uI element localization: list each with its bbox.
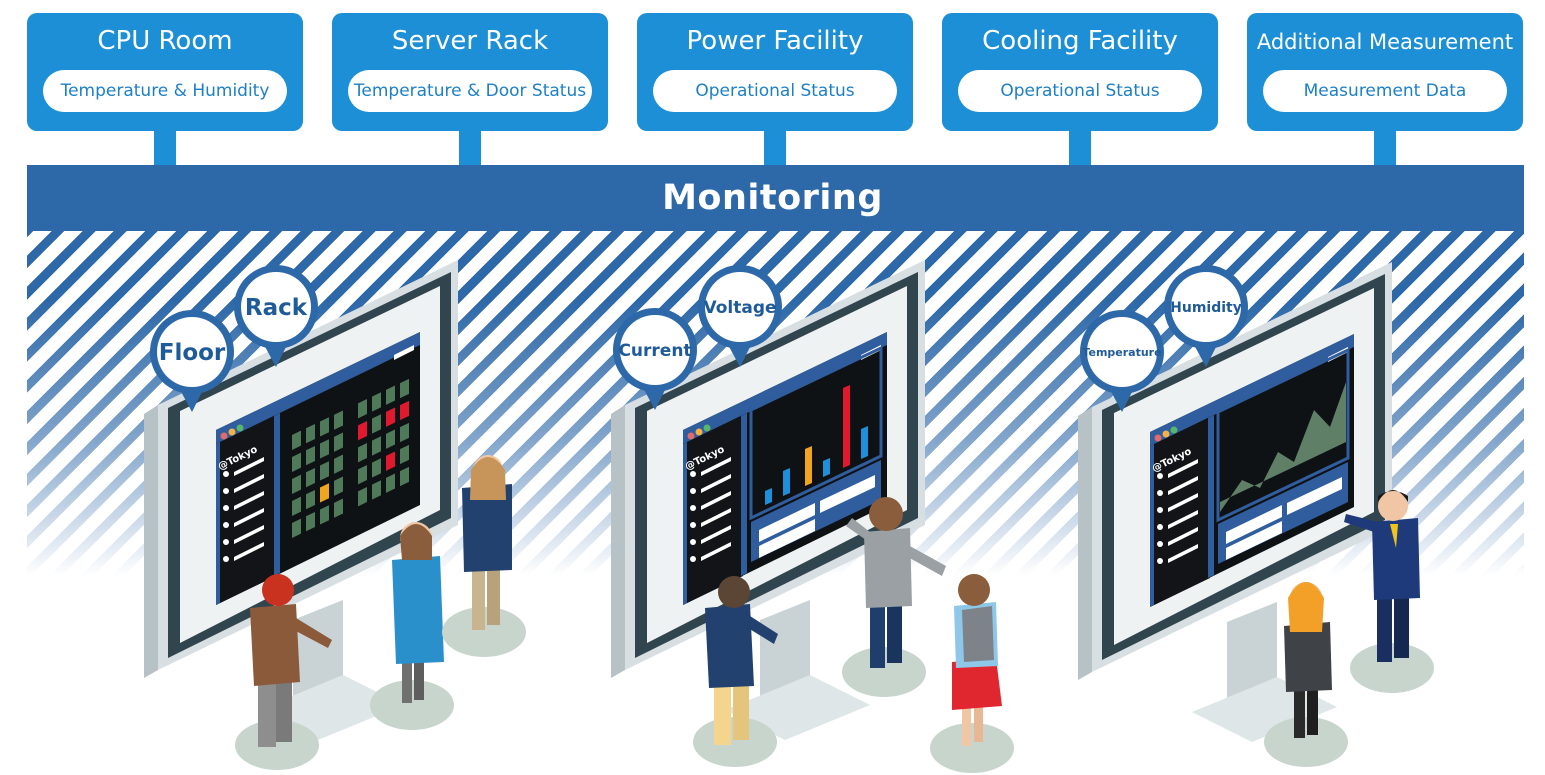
connector-line	[1069, 130, 1091, 166]
rack-cell	[386, 451, 395, 471]
rack-cell	[334, 454, 343, 474]
person-figure	[1344, 490, 1434, 693]
chart-bar	[765, 488, 772, 505]
rack-cell	[306, 467, 315, 488]
rack-cell	[334, 476, 343, 496]
source-detail-pill: Measurement Data	[1263, 70, 1507, 112]
person-figure	[370, 522, 454, 730]
power-bar-chart	[765, 385, 868, 505]
monitor-power-view: @Tokyo	[611, 260, 925, 740]
rack-cell	[400, 444, 409, 465]
source-box-additional-measurement: Additional Measurement Measurement Data	[1247, 13, 1523, 131]
rack-cell	[334, 498, 343, 518]
rack-cell	[358, 421, 367, 441]
source-box-power-facility: Power Facility Operational Status	[637, 13, 913, 131]
rack-cell	[358, 465, 367, 485]
rack-cell	[306, 489, 315, 510]
rack-cell	[372, 414, 381, 434]
bubble-temperature: Temperature	[1080, 310, 1164, 412]
person-figure	[930, 574, 1014, 773]
rack-cell	[320, 417, 329, 437]
bubble-rack: Rack	[234, 265, 318, 367]
rack-cell	[320, 505, 329, 525]
connector-line	[459, 130, 481, 166]
rack-cell	[358, 399, 367, 419]
bubble-voltage: Voltage	[698, 265, 782, 367]
rack-cell	[400, 466, 409, 487]
person-figure	[693, 576, 778, 767]
source-box-cpu-room: CPU Room Temperature & Humidity	[27, 13, 303, 131]
source-title: CPU Room	[97, 26, 233, 56]
rack-cell	[292, 518, 301, 538]
rack-cell	[372, 436, 381, 456]
source-detail-pill: Temperature & Door Status	[348, 70, 592, 112]
rack-cell	[292, 452, 301, 472]
person-figure	[1264, 582, 1348, 767]
chart-bar	[823, 458, 830, 477]
rack-status-grid	[292, 378, 409, 538]
rack-cell	[400, 400, 409, 421]
person-figure	[842, 497, 946, 697]
source-title: Cooling Facility	[982, 26, 1178, 56]
connector-line	[1374, 130, 1396, 166]
rack-cell	[320, 439, 329, 459]
rack-cell	[400, 378, 409, 399]
source-box-cooling-facility: Cooling Facility Operational Status	[942, 13, 1218, 131]
source-title: Server Rack	[391, 26, 549, 56]
rack-cell	[292, 430, 301, 450]
rack-cell	[386, 407, 395, 427]
person-figure	[235, 574, 332, 770]
rack-cell	[386, 429, 395, 449]
source-detail-pill: Temperature & Humidity	[43, 70, 287, 112]
rack-cell	[306, 511, 315, 532]
bubble-label: Humidity	[1170, 300, 1242, 316]
bubble-label: Current	[618, 341, 691, 361]
source-title: Power Facility	[686, 26, 864, 56]
connector-line	[154, 130, 176, 166]
chart-bar	[805, 446, 812, 486]
rack-cell	[386, 473, 395, 493]
chart-bar	[861, 426, 868, 459]
person-figure	[442, 455, 526, 657]
rack-cell	[292, 474, 301, 494]
source-title: Additional Measurement	[1256, 30, 1514, 54]
rack-cell	[372, 480, 381, 500]
rack-cell	[334, 432, 343, 452]
rack-cell	[334, 410, 343, 430]
rack-cell	[358, 443, 367, 463]
rack-cell	[292, 496, 301, 516]
source-detail-pill: Operational Status	[653, 70, 897, 112]
bubble-current: Current	[613, 308, 697, 410]
rack-cell	[306, 423, 315, 444]
bubble-floor: Floor	[150, 310, 234, 412]
monitoring-band	[27, 165, 1524, 231]
bubble-label: Floor	[159, 340, 226, 366]
rack-cell	[306, 445, 315, 466]
rack-cell	[386, 385, 395, 405]
rack-cell	[320, 483, 329, 503]
bubble-label: Voltage	[703, 298, 776, 318]
rack-cell	[320, 461, 329, 481]
source-box-server-rack: Server Rack Temperature & Door Status	[332, 13, 608, 131]
rack-cell	[400, 422, 409, 443]
rack-cell	[372, 392, 381, 412]
rack-cell	[372, 458, 381, 478]
connector-line	[764, 130, 786, 166]
monitor-environment-view: @Tokyo	[1078, 262, 1392, 742]
bubble-humidity: Humidity	[1164, 265, 1248, 367]
bubble-label: Rack	[245, 295, 308, 321]
rack-cell	[358, 487, 367, 507]
source-detail-pill: Operational Status	[958, 70, 1202, 112]
chart-bar	[783, 468, 790, 496]
environment-area-chart	[1220, 382, 1346, 512]
chart-bar	[843, 385, 850, 468]
monitor-rack-view: @Tokyo	[144, 260, 458, 740]
monitoring-title: Monitoring	[662, 178, 883, 218]
bubble-label: Temperature	[1082, 346, 1161, 359]
